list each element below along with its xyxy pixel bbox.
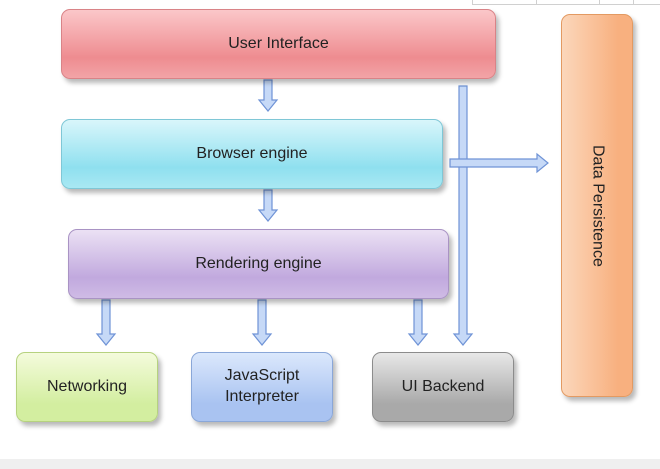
arrow-browser-engine-to-rendering-engine [257, 189, 279, 222]
browser-engine-label: Browser engine [196, 144, 308, 162]
javascript-interpreter-box: JavaScript Interpreter [191, 352, 333, 422]
arrow-rendering-to-networking [95, 299, 117, 346]
arrow-browser-engine-to-data-persistence [449, 152, 549, 174]
arrow-ui-to-ui-backend [452, 85, 474, 346]
data-persistence-box: Data Persistence [561, 14, 633, 397]
rendering-engine-box: Rendering engine [68, 229, 449, 299]
arrow-ui-to-browser-engine [257, 79, 279, 112]
arrow-rendering-to-javascript-interpreter [251, 299, 273, 346]
user-interface-label: User Interface [228, 34, 329, 52]
ui-backend-box: UI Backend [372, 352, 514, 422]
data-persistence-label: Data Persistence [589, 144, 607, 267]
javascript-interpreter-label: JavaScript Interpreter [224, 367, 300, 405]
ui-backend-label: UI Backend [401, 377, 485, 395]
bottom-strip [0, 459, 660, 469]
rendering-engine-label: Rendering engine [195, 254, 322, 272]
networking-box: Networking [16, 352, 158, 422]
user-interface-box: User Interface [61, 9, 496, 79]
browser-engine-box: Browser engine [61, 119, 443, 189]
networking-label: Networking [46, 377, 128, 395]
arrow-rendering-to-ui-backend [407, 299, 429, 346]
corner-table-fragment [472, 0, 660, 5]
